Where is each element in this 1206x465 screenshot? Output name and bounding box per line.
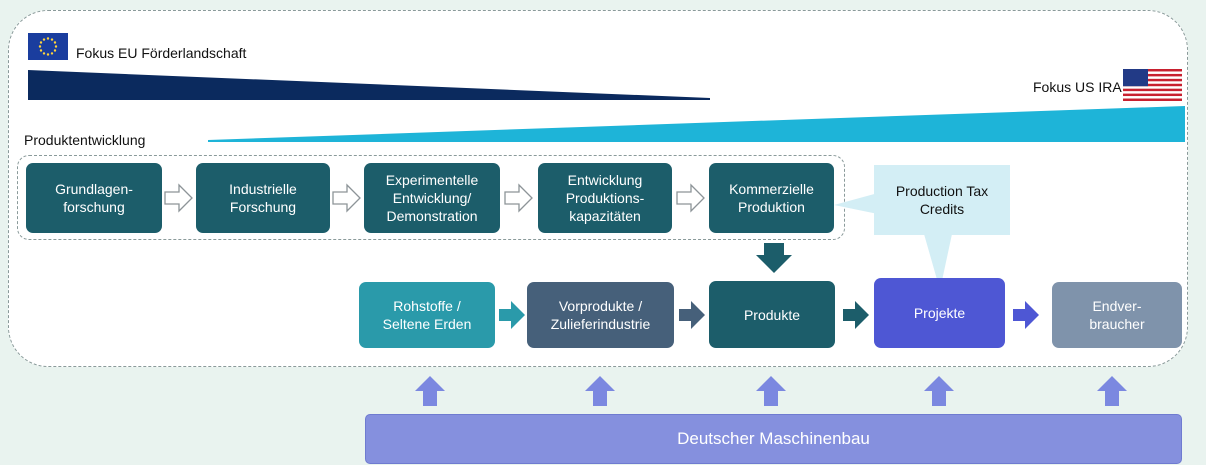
up-arrow-icon [924,376,954,406]
deutscher-maschinenbau-bar: Deutscher Maschinenbau [365,414,1182,464]
up-arrow-icon [585,376,615,406]
stage-box-kommerzielle-produktion: Kommerzielle Produktion [709,163,834,233]
chain-arrow-icon [1013,301,1039,329]
stage-box-experimentelle-entwicklung: Experimentelle Entwicklung/ Demonstratio… [364,163,500,233]
chain-box-vorprodukte: Vorprodukte / Zulieferindustrie [527,282,674,348]
eu-focus-label: Fokus EU Förderlandschaft [76,45,247,61]
up-arrow-icon [756,376,786,406]
up-arrow-icon [415,376,445,406]
stage-box-entwicklung-produktionskapazitaeten: Entwicklung Produktions- kapazitäten [538,163,672,233]
hollow-arrow-icon [676,183,705,213]
hollow-arrow-icon [332,183,361,213]
product-development-frame [17,155,845,240]
chain-box-endverbraucher: Endver- braucher [1052,282,1182,348]
us-focus-label: Fokus US IRA [1033,79,1122,95]
production-tax-credits-callout: Production Tax Credits [874,165,1010,235]
up-arrow-icon [1097,376,1127,406]
us-flag-icon [1123,69,1182,101]
chain-arrow-icon [499,301,525,329]
chain-arrow-icon [679,301,705,329]
chain-box-rohstoffe: Rohstoffe / Seltene Erden [359,282,495,348]
hollow-arrow-icon [164,183,193,213]
hollow-arrow-icon [504,183,533,213]
chain-arrow-icon [843,301,869,329]
chain-box-produkte: Produkte [709,281,835,348]
chain-box-projekte: Projekte [874,278,1005,348]
down-arrow-icon [756,243,792,273]
stage-box-grundlagenforschung: Grundlagen- forschung [26,163,162,233]
eu-flag-icon [28,33,68,60]
product-development-label: Produktentwicklung [24,132,146,148]
stage-box-industrielle-forschung: Industrielle Forschung [196,163,330,233]
